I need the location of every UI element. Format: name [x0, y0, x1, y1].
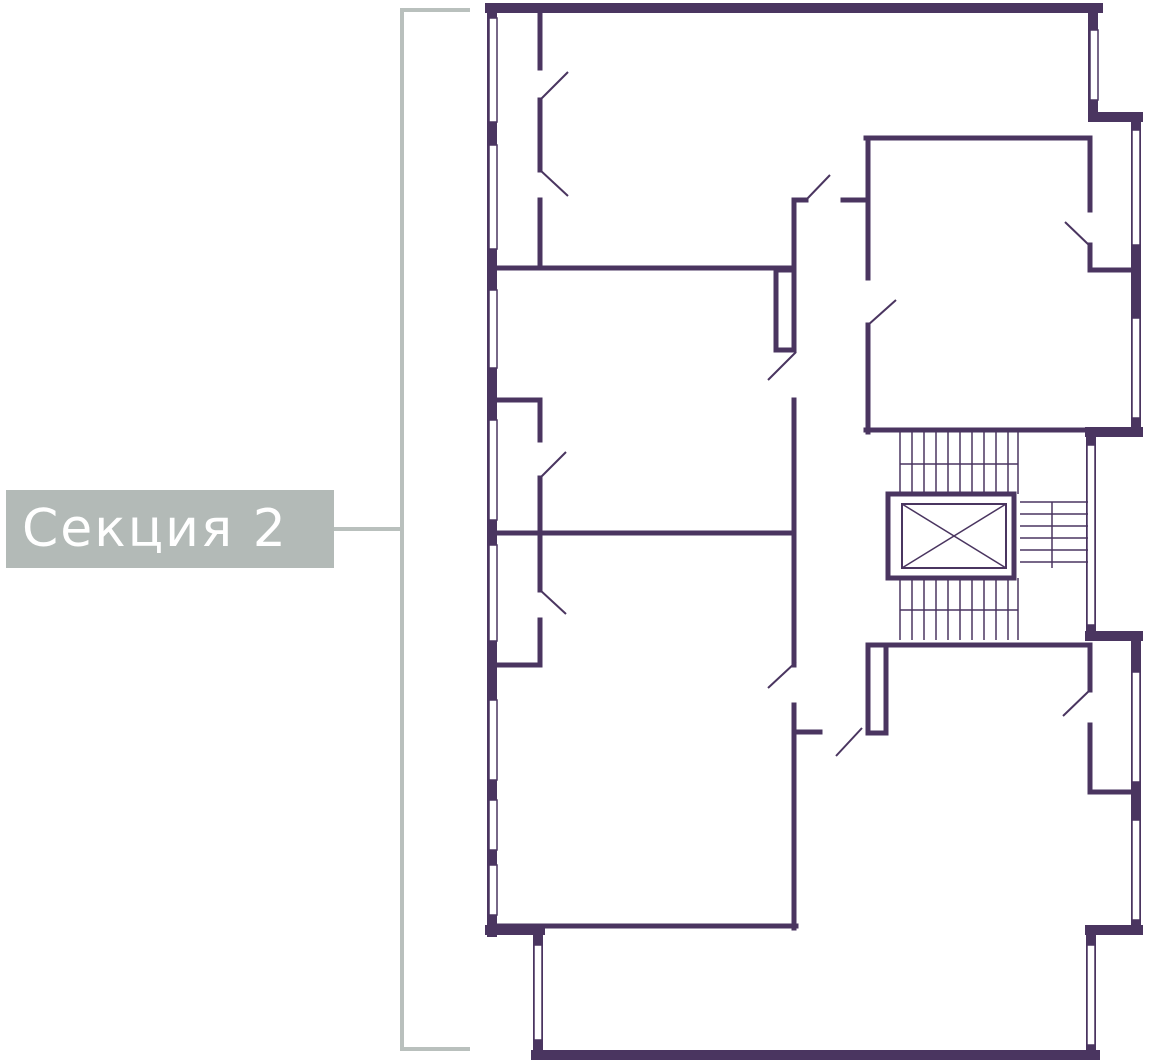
doors — [539, 71, 1091, 757]
elevator-cross-icon — [885, 491, 1017, 581]
left-windows — [488, 17, 498, 916]
interior-walls — [493, 9, 1137, 931]
section-bracket — [334, 8, 470, 1051]
section-label: Секция 2 — [6, 490, 334, 568]
staircase-icon — [899, 432, 1088, 640]
section-label-text: Секция 2 — [22, 499, 288, 559]
right-windows — [533, 29, 1141, 1046]
